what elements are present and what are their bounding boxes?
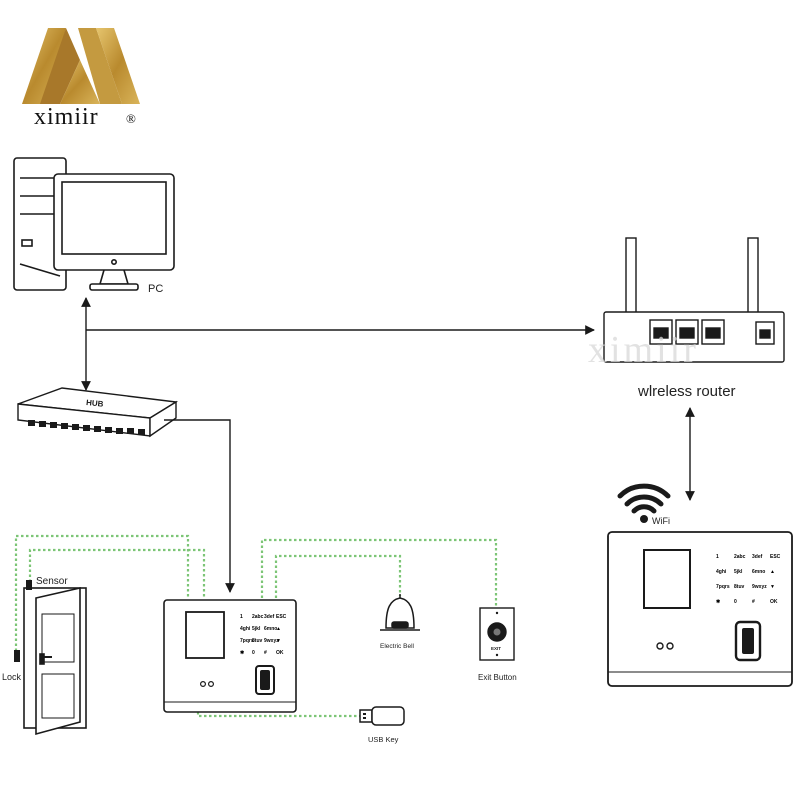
door-sensor — [26, 580, 32, 590]
wifi-terminal-keypad-key: 8tuv — [734, 584, 745, 590]
wifi-terminal-keypad-key: 1 — [716, 554, 719, 560]
wifi-terminal-keypad-key: ▼ — [770, 584, 775, 590]
usb-key — [359, 706, 405, 726]
terminal-keypad-key: 7pqrs — [240, 638, 254, 644]
terminal-keypad-key: ✱ — [240, 650, 245, 656]
terminal-keypad-key: 2abc — [252, 614, 264, 620]
usb-key-label: USB Key — [368, 735, 399, 744]
registered-mark: ® — [126, 111, 136, 126]
wifi-terminal-keypad-key: 4ghi — [716, 569, 727, 575]
electric-bell-label: Electric Bell — [380, 643, 415, 650]
hub-ports — [28, 420, 145, 435]
wifi-terminal-keypad-key: # — [752, 599, 755, 605]
pc-computer: PC — [13, 157, 175, 295]
exit-button-face-label: EXIT — [491, 646, 501, 651]
terminal-keypad-key: 9wxyz — [264, 638, 279, 644]
wifi-terminal-keypad-key: 5jkl — [734, 569, 743, 575]
wifi-label: WiFi — [652, 516, 670, 526]
brand-watermark: ximiir — [588, 329, 699, 371]
attendance-terminal — [163, 599, 297, 713]
terminal-keypad-key: 1 — [240, 614, 243, 620]
wifi-attendance-terminal — [607, 531, 793, 687]
pc-label: PC — [148, 283, 163, 295]
wifi-terminal-keypad-key: 0 — [734, 599, 737, 605]
exit-button-label: Exit Button — [478, 673, 517, 682]
terminal-keypad-key: 8tuv — [252, 638, 263, 644]
terminal-keypad-key: ▼ — [276, 638, 281, 644]
wifi-terminal-keypad: 1 2abc 3def ESC 4ghi 5jkl 6mno ▲ 7pqrs 8tuv 9wxyz▼… — [716, 554, 781, 605]
terminal-keypad-key: ESC — [276, 614, 287, 620]
wifi-terminal-keypad-key: 3def — [752, 554, 763, 560]
exit-button — [479, 607, 515, 661]
terminal-keypad-key: 5jkl — [252, 626, 261, 632]
terminal-keypad-key: 4ghi — [240, 626, 251, 632]
network-links — [81, 297, 695, 593]
terminal-keypad-key: ▲ — [276, 626, 281, 632]
hub-label: HUB — [86, 398, 104, 409]
network-hub: HUB — [17, 387, 179, 438]
door — [23, 586, 87, 736]
terminal-keypad-key: 0 — [252, 650, 255, 656]
wifi-terminal-keypad-key: ▲ — [770, 569, 775, 575]
wifi-icon — [617, 483, 671, 523]
control-wiring — [14, 534, 498, 718]
lock-label: Lock — [2, 672, 22, 682]
terminal-keypad-key: OK — [276, 650, 284, 656]
wifi-terminal-keypad-key: 2abc — [734, 554, 746, 560]
brand-name: ximiir — [34, 104, 99, 130]
terminal-keypad-key: 3def — [264, 614, 275, 620]
sensor-label: Sensor — [36, 576, 68, 587]
wifi-terminal-keypad-key: 9wxyz — [752, 584, 767, 590]
terminal-keypad-key: # — [264, 650, 267, 656]
door-lock — [14, 650, 20, 662]
wifi-terminal-keypad-key: 6mno — [752, 569, 765, 575]
wireless-router — [603, 237, 785, 363]
wifi-terminal-keypad-key: ✱ — [716, 599, 721, 605]
electric-bell — [380, 594, 420, 631]
wifi-terminal-keypad-key: 7pqrs — [716, 584, 730, 590]
wifi-terminal-keypad-key: OK — [770, 599, 778, 605]
router-label: wlreless router — [637, 383, 736, 400]
brand-logo: ximiir ® — [22, 28, 140, 130]
terminal-keypad-key: 6mno — [264, 626, 277, 632]
wifi-terminal-keypad-key: ESC — [770, 554, 781, 560]
